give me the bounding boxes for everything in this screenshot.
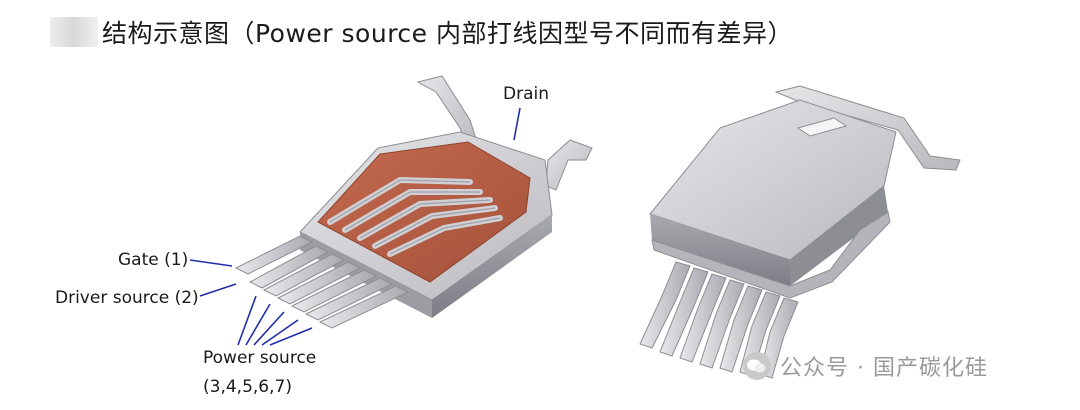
top-slot	[796, 117, 848, 137]
gate-pointer	[189, 259, 233, 267]
page-title: 结构示意图（Power source 内部打线因型号不同而有差异）	[102, 19, 794, 48]
power-source-pointer-1	[237, 295, 257, 346]
right-leads	[639, 261, 799, 379]
drain-pointer	[513, 107, 521, 141]
left-package	[234, 75, 593, 329]
wechat-icon	[743, 352, 771, 380]
side-clip	[545, 139, 593, 191]
left-leads	[234, 235, 410, 329]
driver-source-label: Driver source (2)	[55, 288, 199, 308]
pointer-lines	[189, 107, 521, 346]
title-row: 结构示意图（Power source 内部打线因型号不同而有差异）	[50, 12, 793, 52]
watermark-text: 公众号 · 国产碳化硅	[780, 356, 988, 381]
copper-die	[317, 141, 531, 283]
right-package	[639, 85, 961, 379]
power-source-pointer-4	[261, 319, 299, 346]
redacted-block	[50, 17, 98, 47]
watermark: 公众号 · 国产碳化硅	[742, 350, 988, 382]
power-source-pointer-3	[253, 311, 285, 346]
drain-label: Drain	[503, 84, 549, 104]
power-source-pointer-5	[269, 327, 313, 346]
power-source-pointer-2	[245, 303, 271, 346]
leadframe-side	[432, 215, 552, 318]
gate-label: Gate (1)	[118, 250, 189, 270]
power-source-label: Power source	[203, 348, 317, 368]
driver-source-pointer	[199, 283, 237, 297]
mold-body-side	[650, 214, 790, 286]
power-source-pins-label: (3,4,5,6,7)	[203, 377, 292, 397]
